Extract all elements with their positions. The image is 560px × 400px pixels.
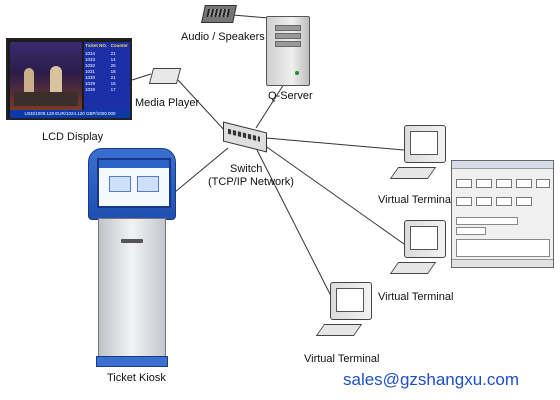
lcd-ticket-cell: 1029: [85, 80, 96, 86]
speakers-device: [201, 5, 237, 23]
link-switch-terminal1: [265, 137, 405, 151]
virtual-terminal-software-window: [451, 160, 554, 268]
link-speakers-server: [232, 14, 269, 19]
media-player-label: Media Player: [135, 97, 200, 109]
kiosk-head: [88, 148, 176, 220]
lcd-ticket-cell: 1034: [85, 50, 96, 56]
terminal-field: [456, 227, 486, 235]
lcd-ticket-cell: 1028: [85, 86, 96, 92]
terminal-button: [456, 197, 472, 206]
lcd-ticket-cell: 1033: [85, 56, 96, 62]
lcd-row: 1033 14: [84, 56, 130, 62]
ticket-kiosk-device: [88, 148, 176, 367]
terminal-button: [476, 179, 492, 188]
terminal-field: [456, 217, 518, 225]
lcd-counter-cell: 18: [110, 68, 116, 74]
switch-network-label: (TCP/IP Network): [208, 176, 294, 188]
lcd-header-counter: Counter: [110, 43, 128, 48]
audio-speakers-label: Audio / Speakers: [181, 31, 265, 43]
lcd-counter-cell: 14: [110, 56, 116, 62]
kiosk-base: [96, 356, 168, 367]
link-switch-server: [255, 83, 285, 129]
link-switch-terminal3: [254, 145, 332, 297]
ticket-slot: [121, 239, 143, 243]
window-titlebar: [452, 161, 553, 169]
terminal-button: [536, 179, 550, 188]
terminal-button: [516, 179, 532, 188]
terminal-button: [456, 179, 472, 188]
lcd-ticket-cell: 1031: [85, 68, 96, 74]
lcd-counter-cell: 25: [110, 62, 116, 68]
lcd-row: 1029 15: [84, 80, 130, 86]
link-switch-terminal2: [263, 144, 405, 245]
terminal-button: [496, 197, 512, 206]
virtual-terminal-2: [389, 220, 448, 274]
terminal-button: [496, 179, 512, 188]
terminal-button: [476, 197, 492, 206]
link-mediaplayer-lcd: [131, 73, 152, 81]
lcd-header-ticket: Ticket NO.: [85, 43, 108, 48]
kiosk-touchscreen: [97, 158, 171, 208]
link-mediaplayer-switch: [177, 79, 227, 133]
lcd-row: 1032 25: [84, 62, 130, 68]
lcd-row: 1030 21: [84, 74, 130, 80]
virtual-terminal-2-label: Virtual Terminal: [378, 291, 454, 303]
monitor-icon: [404, 220, 446, 258]
link-switch-kiosk: [174, 147, 229, 193]
lcd-row: 1028 17: [84, 86, 130, 92]
lcd-counter-cell: 21: [110, 74, 116, 80]
virtual-terminal-3: [315, 282, 374, 336]
lcd-counter-cell: 15: [110, 80, 116, 86]
window-statusbar: [452, 259, 553, 267]
lcd-ticket-cell: 1030: [85, 74, 96, 80]
virtual-terminal-1-label: Virtual Terminal: [378, 194, 454, 206]
lcd-ticket-cell: 1032: [85, 62, 96, 68]
lcd-counter-cell: 21: [110, 50, 116, 56]
lcd-ticker: USD/1009.128 EUR/1024.120 GBP/1000.000: [10, 110, 130, 118]
media-player-device: [148, 68, 182, 84]
monitor-icon: [330, 282, 372, 320]
lcd-counter-cell: 17: [110, 86, 116, 92]
ticket-kiosk-label: Ticket Kiosk: [107, 372, 166, 384]
virtual-terminal-1: [389, 125, 448, 179]
q-server-device: [266, 16, 310, 86]
lcd-display-label: LCD Display: [42, 131, 104, 143]
terminal-button: [516, 197, 532, 206]
monitor-icon: [404, 125, 446, 163]
virtual-terminal-3-label: Virtual Terminal: [304, 353, 380, 365]
lcd-video-scene: [10, 42, 82, 110]
q-server-label: Q-Server: [268, 90, 313, 102]
switch-label: Switch: [230, 163, 263, 175]
kiosk-body: [98, 218, 166, 362]
terminal-panel: [456, 239, 550, 257]
lcd-row: 1031 18: [84, 68, 130, 74]
contact-email[interactable]: sales@gzshangxu.com: [343, 370, 520, 389]
lcd-row: 1034 21: [84, 50, 130, 56]
